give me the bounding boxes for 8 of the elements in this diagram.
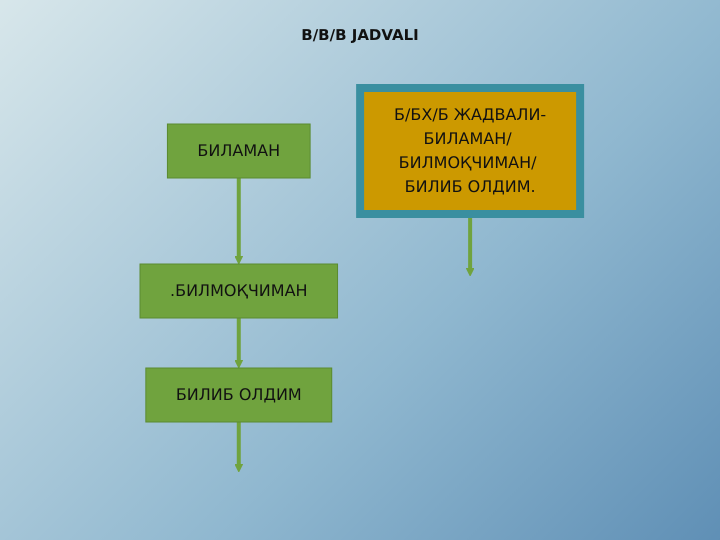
diagram-title: В/В/В JADVALI: [300, 26, 420, 44]
arrow: [234, 318, 244, 368]
arrow: [234, 422, 244, 472]
node-box: БИЛИБ ОЛДИМ: [145, 368, 332, 422]
node-box: Б/БХ/Б ЖАДВАЛИ-БИЛАМАН/ БИЛМОҚЧИМАН/ БИЛИБ ОЛДИМ.: [356, 84, 584, 218]
node-box: .БИЛМОҚЧИМАН: [139, 264, 338, 318]
node-box: БИЛАМАН: [166, 124, 311, 178]
arrow: [234, 178, 244, 264]
